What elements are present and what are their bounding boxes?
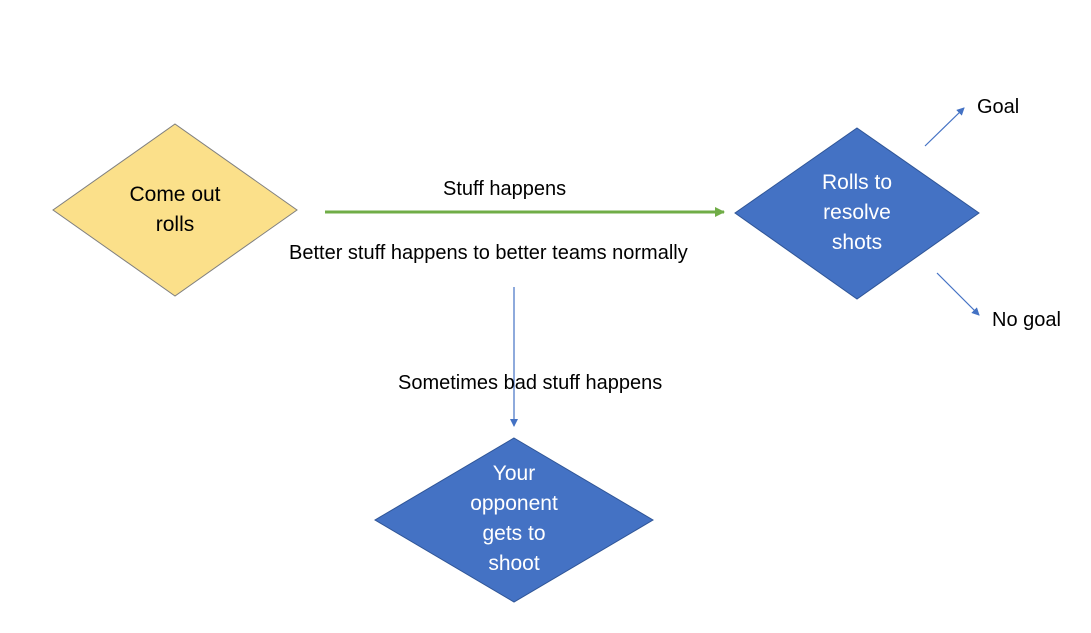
opponent-diamond — [374, 437, 654, 603]
goal-label: Goal — [977, 96, 1020, 118]
start-node-label: Come out rolls — [129, 183, 221, 236]
start-diamond — [52, 123, 298, 297]
resolve-node-label: Rolls to resolve shots — [821, 171, 893, 254]
better-stuff-label: Better stuff happens to better teams nor… — [289, 242, 688, 264]
no-goal-label: No goal — [992, 309, 1061, 331]
goal-arrow — [924, 107, 965, 147]
stuff-happens-label: Stuff happens — [443, 178, 567, 200]
no-goal-arrow — [936, 272, 980, 316]
opponent-node-label: Your opponent gets to shoot — [470, 462, 558, 575]
bad-stuff-label: Sometimes bad stuff happens — [398, 372, 663, 394]
resolve-diamond — [734, 127, 980, 300]
